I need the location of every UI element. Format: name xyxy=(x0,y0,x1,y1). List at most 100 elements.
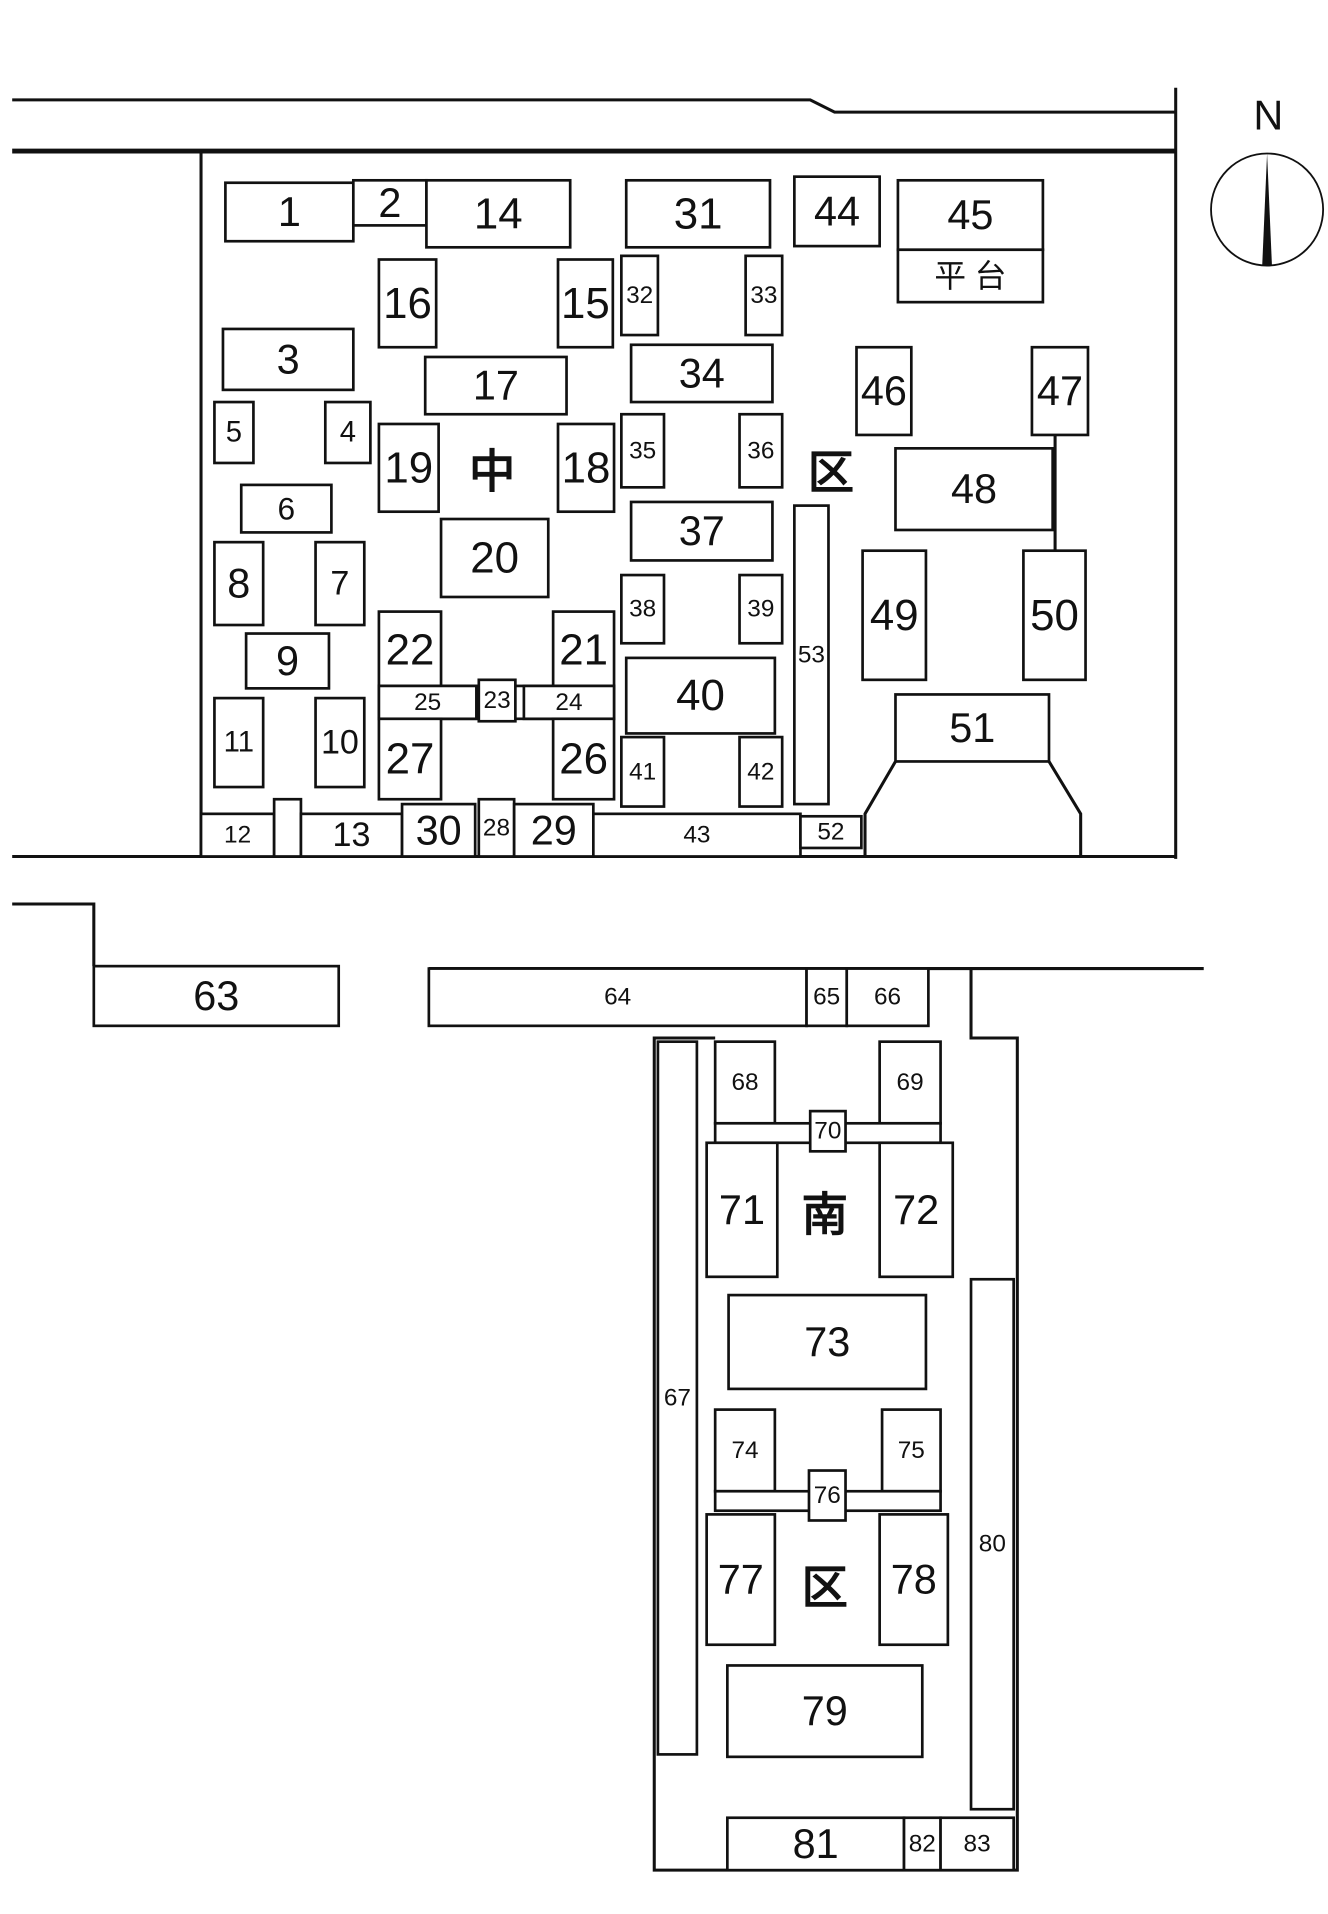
plot-p33[interactable]: 33 xyxy=(744,254,784,337)
plot-label: 78 xyxy=(891,1557,937,1603)
plot-p51[interactable]: 51 xyxy=(894,693,1051,763)
plot-p27[interactable]: 27 xyxy=(377,717,443,801)
plot-label: 67 xyxy=(664,1385,691,1412)
plot-p73[interactable]: 73 xyxy=(727,1293,928,1391)
plot-p46[interactable]: 46 xyxy=(855,345,913,437)
plot-p9[interactable]: 9 xyxy=(244,632,331,690)
plot-p43[interactable]: 43 xyxy=(591,812,802,858)
plot-p45[interactable]: 45 xyxy=(896,178,1045,252)
plot-p74[interactable]: 74 xyxy=(713,1408,777,1493)
plot-label: 16 xyxy=(383,279,432,328)
plot-p17[interactable]: 17 xyxy=(423,355,568,416)
plot-label: 17 xyxy=(473,363,519,409)
plot-p25[interactable]: 25 xyxy=(377,684,478,721)
zone-label-central_1: 中 xyxy=(469,445,515,497)
plot-outline xyxy=(314,696,366,789)
plot-outline xyxy=(969,1277,1016,1811)
plot-p48[interactable]: 48 xyxy=(894,447,1054,532)
plot-p42[interactable]: 42 xyxy=(738,735,784,808)
plot-p79[interactable]: 79 xyxy=(726,1664,924,1759)
plot-outline xyxy=(1030,345,1090,437)
plot-pole[interactable] xyxy=(272,797,303,858)
plot-p11[interactable]: 11 xyxy=(213,696,265,789)
plot-p82[interactable]: 82 xyxy=(902,1816,942,1872)
plot-p21[interactable]: 21 xyxy=(551,610,616,690)
plot-p12[interactable]: 12 xyxy=(199,812,276,858)
plot-p16[interactable]: 16 xyxy=(377,258,438,349)
plot-label: 22 xyxy=(386,625,435,674)
plot-label: 42 xyxy=(747,758,774,785)
plot-p2[interactable]: 2 xyxy=(351,178,428,227)
plot-p10[interactable]: 10 xyxy=(314,696,366,789)
plot-p13[interactable]: 13 xyxy=(299,812,404,858)
plot-p39[interactable]: 39 xyxy=(738,573,784,645)
plot-p50[interactable]: 50 xyxy=(1022,549,1087,682)
plot-p63[interactable]: 63 xyxy=(92,964,341,1028)
plot-p23[interactable]: 23 xyxy=(477,678,517,723)
plot-label: 6 xyxy=(278,491,296,527)
plot-p78[interactable]: 78 xyxy=(878,1513,950,1647)
plot-p80[interactable]: 80 xyxy=(969,1277,1016,1811)
plot-p19[interactable]: 19 xyxy=(377,422,440,514)
plot-p66[interactable]: 66 xyxy=(845,967,930,1028)
plot-p30[interactable]: 30 xyxy=(400,802,477,858)
plot-label: 47 xyxy=(1037,368,1083,414)
plot-p5[interactable]: 5 xyxy=(213,400,255,465)
plot-outline xyxy=(939,1816,1016,1872)
plot-p67[interactable]: 67 xyxy=(656,1040,699,1756)
plot-p34[interactable]: 34 xyxy=(629,343,774,404)
plot-p40[interactable]: 40 xyxy=(624,656,777,735)
plot-p75[interactable]: 75 xyxy=(880,1408,942,1493)
plot-p3[interactable]: 3 xyxy=(221,327,355,392)
plot-p36[interactable]: 36 xyxy=(738,412,784,489)
plot-p69[interactable]: 69 xyxy=(878,1040,942,1125)
plot-p41[interactable]: 41 xyxy=(620,735,666,808)
plot-p15[interactable]: 15 xyxy=(556,258,615,349)
plot-p20[interactable]: 20 xyxy=(439,517,550,599)
plot-p18[interactable]: 18 xyxy=(556,422,616,514)
plot-p47[interactable]: 47 xyxy=(1030,345,1090,437)
plot-p8[interactable]: 8 xyxy=(213,540,265,627)
plot-p35[interactable]: 35 xyxy=(620,412,666,489)
plot-p83[interactable]: 83 xyxy=(939,1816,1016,1872)
plot-p14[interactable]: 14 xyxy=(425,178,572,249)
plot-p7[interactable]: 7 xyxy=(314,540,366,627)
plot-p70[interactable]: 70 xyxy=(808,1109,847,1153)
plot-p65[interactable]: 65 xyxy=(805,967,849,1028)
plot-p49[interactable]: 49 xyxy=(861,549,928,682)
plot-p72[interactable]: 72 xyxy=(878,1141,955,1279)
plot-outline xyxy=(351,178,428,227)
plot-p37[interactable]: 37 xyxy=(629,500,774,562)
plot-p77[interactable]: 77 xyxy=(705,1513,777,1647)
plot-p28[interactable]: 28 xyxy=(477,797,516,858)
plot-p29[interactable]: 29 xyxy=(512,802,595,858)
plot-label: 5 xyxy=(226,417,242,449)
plot-label: 75 xyxy=(898,1437,925,1464)
plot-p1[interactable]: 1 xyxy=(224,181,355,243)
plot-p6[interactable]: 6 xyxy=(239,483,333,534)
plot-outline xyxy=(705,1141,779,1279)
plot-p81[interactable]: 81 xyxy=(726,1816,906,1872)
plot-label: 1 xyxy=(278,189,301,235)
plot-outline xyxy=(213,400,255,465)
plot-p24[interactable]: 24 xyxy=(522,684,616,721)
plot-p44[interactable]: 44 xyxy=(793,175,881,248)
plot-platform[interactable]: 平 台 xyxy=(896,248,1045,304)
plot-p52[interactable]: 52 xyxy=(799,814,863,850)
plot-p22[interactable]: 22 xyxy=(377,610,443,690)
plot-p53[interactable]: 53 xyxy=(793,504,830,806)
plot-p31[interactable]: 31 xyxy=(624,178,772,249)
plot-p64[interactable]: 64 xyxy=(427,967,808,1028)
plot-p71[interactable]: 71 xyxy=(705,1141,779,1279)
plot-p32[interactable]: 32 xyxy=(620,254,660,337)
plot-p76[interactable]: 76 xyxy=(807,1469,847,1522)
plot-p4[interactable]: 4 xyxy=(323,400,372,465)
plot-outline xyxy=(377,422,440,514)
plot-p38[interactable]: 38 xyxy=(620,573,666,645)
plot-outline xyxy=(522,684,616,721)
plot-outline xyxy=(92,964,341,1028)
plot-p26[interactable]: 26 xyxy=(551,717,616,801)
plot-outline xyxy=(244,632,331,690)
plot-p68[interactable]: 68 xyxy=(713,1040,777,1125)
